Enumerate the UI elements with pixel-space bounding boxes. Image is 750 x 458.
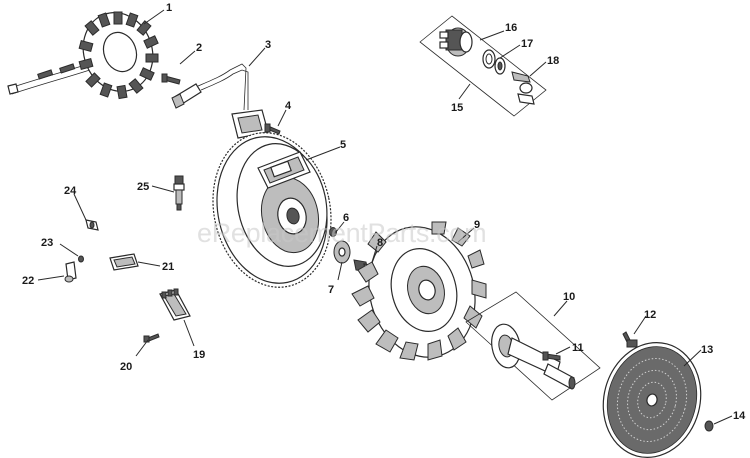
callout-6: 6 <box>343 212 349 224</box>
bolt-part-2 <box>161 73 181 85</box>
callout-13: 13 <box>701 344 713 356</box>
nut-part-14 <box>704 420 714 432</box>
connector-part <box>109 253 139 271</box>
callout-3: 3 <box>265 39 271 51</box>
callout-4: 4 <box>285 100 292 112</box>
ignition-module-part <box>171 63 269 139</box>
screw-part-11 <box>542 351 561 361</box>
rectifier-part <box>159 288 191 321</box>
watermark-text: eReplacementParts.com <box>197 218 486 248</box>
screen-disc-part <box>602 342 702 458</box>
spark-plug-part <box>173 175 185 211</box>
callout-17: 17 <box>521 38 533 50</box>
callout-7: 7 <box>328 284 334 296</box>
callout-16: 16 <box>505 22 517 34</box>
terminal-part <box>85 219 99 231</box>
callout-18: 18 <box>547 55 559 67</box>
callout-10: 10 <box>563 291 575 303</box>
screw-part-4 <box>264 123 281 135</box>
callout-8: 8 <box>377 237 383 249</box>
flywheel-part <box>212 132 332 288</box>
screw-part-20 <box>143 333 160 343</box>
callout-22: 22 <box>22 275 34 287</box>
callout-11: 11 <box>572 342 584 354</box>
leader-lines <box>37 9 733 425</box>
callout-9: 9 <box>474 219 480 231</box>
ignition-switch-group <box>419 15 547 117</box>
callout-21: 21 <box>162 261 174 273</box>
bracket-part <box>64 261 77 283</box>
callout-2: 2 <box>196 42 202 54</box>
callout-15: 15 <box>451 102 463 114</box>
callout-25: 25 <box>137 181 149 193</box>
bolt-part-12 <box>622 331 638 348</box>
callout-5: 5 <box>340 139 346 151</box>
callout-20: 20 <box>120 361 132 373</box>
callout-12: 12 <box>644 309 656 321</box>
callout-23: 23 <box>41 237 53 249</box>
callout-1: 1 <box>166 2 172 14</box>
nut-part-23 <box>78 255 84 263</box>
fan-part <box>351 221 487 361</box>
stator-part <box>7 11 159 100</box>
drive-hub-group <box>465 291 601 401</box>
callout-19: 19 <box>193 349 205 361</box>
callout-24: 24 <box>64 185 77 197</box>
callout-numbers: 1 2 3 4 5 6 7 8 9 10 11 12 13 14 15 16 1… <box>22 2 746 422</box>
callout-14: 14 <box>733 410 746 422</box>
